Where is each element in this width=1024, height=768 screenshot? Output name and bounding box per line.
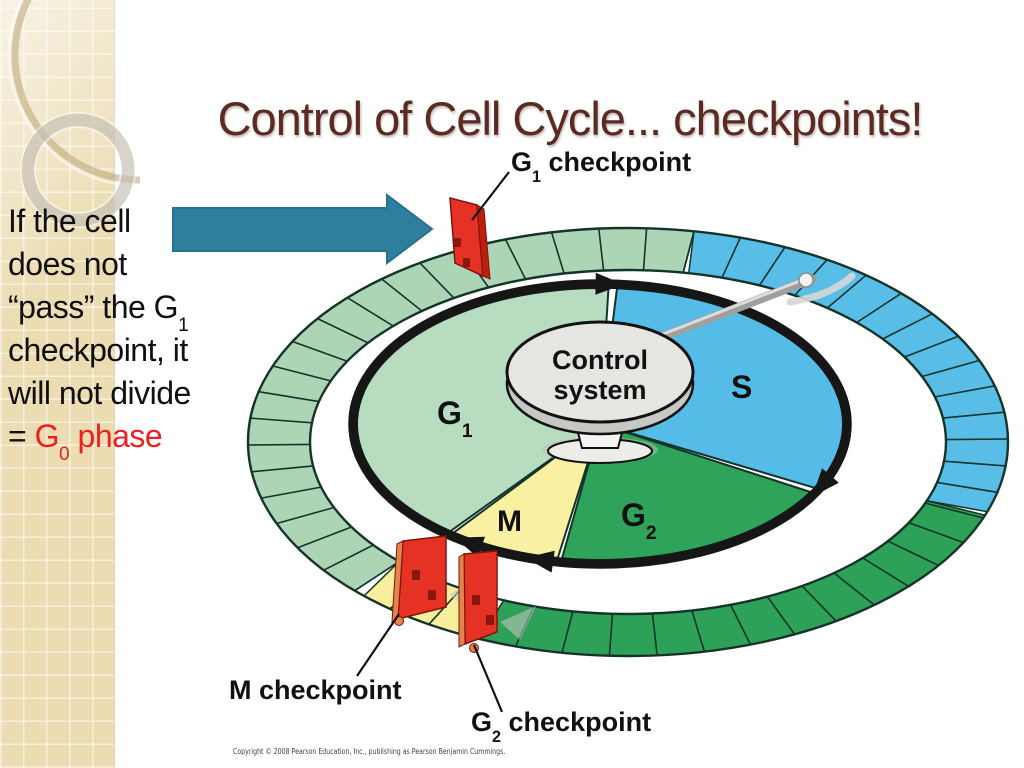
- ring-outer-edge: [246, 226, 1010, 658]
- ring-segment-tick: [801, 585, 837, 622]
- note-line-6: = G0 phase: [8, 418, 163, 466]
- control-system: [505, 272, 856, 464]
- ring-segment-tick: [297, 526, 352, 549]
- g2-flag-latch: [472, 595, 480, 605]
- ring-segment-tick: [942, 411, 1005, 419]
- ring-segment-tick: [945, 438, 1009, 441]
- phase-label-m: M: [497, 505, 522, 538]
- lever-motion-swoosh: [786, 272, 856, 306]
- note-line-1: If the cell: [8, 203, 131, 239]
- ring-decoration-small-inner: [34, 126, 122, 214]
- g2-leader-line: [472, 644, 504, 713]
- note-line-3: “pass” the G1: [8, 289, 189, 337]
- ring-segment-tick: [925, 502, 984, 519]
- ring-segment-tick: [729, 604, 752, 645]
- ring-segment-tick: [904, 335, 959, 358]
- g2-flag-shadow: [500, 606, 536, 640]
- g2-flag-latch: [486, 615, 494, 625]
- ring-segment-tick: [346, 297, 394, 327]
- ring-segment-tick: [598, 228, 605, 271]
- ring-segment-tick: [856, 292, 902, 324]
- phase-label-g1: G1: [437, 395, 473, 443]
- ring-inner-edge: [308, 268, 948, 616]
- g1-flag-latch: [454, 238, 461, 247]
- ring-segment-tick: [354, 560, 400, 592]
- ring-segment-tick: [251, 465, 314, 473]
- cycle-arrowhead: [525, 550, 555, 573]
- g2-flag-face: [463, 550, 498, 646]
- control-disc-top: [505, 320, 695, 424]
- ring-segment-tick: [833, 572, 875, 606]
- ring-segment-tick: [908, 521, 964, 544]
- m-flag-latch: [428, 590, 436, 600]
- ring-segment-tick: [826, 274, 867, 309]
- ring-segment-tick: [642, 228, 648, 271]
- g2-flag-edge: [458, 553, 466, 648]
- ring-segment-tick: [862, 557, 910, 587]
- m-flag-latch: [412, 570, 420, 580]
- cycle-arrowhead: [812, 468, 839, 497]
- m-checkpoint-label: M checkpoint: [229, 675, 402, 705]
- copyright-text: Copyright © 2008 Pearson Education, Inc.…: [233, 747, 506, 756]
- note-line-5: will not divide: [8, 375, 191, 411]
- cycle-arrowhead: [595, 272, 624, 295]
- ring-segment-tick: [936, 481, 998, 494]
- ring-segment-tick: [887, 540, 939, 567]
- lever-tip: [798, 272, 814, 288]
- ring-segment-tick: [882, 313, 933, 340]
- ring-segment-tick: [247, 443, 311, 446]
- phase-label-s: S: [731, 369, 753, 405]
- sidebar-rings-decoration: [7, 0, 140, 228]
- ring-segment-tick: [250, 417, 313, 424]
- ring-segment-tick: [258, 390, 320, 403]
- ring-segment-tick: [943, 460, 1006, 467]
- leader-lines: [356, 171, 510, 713]
- ring-decoration-small: [21, 113, 135, 227]
- ring-segment-tick: [691, 610, 706, 652]
- ring-segment-tick: [381, 278, 423, 312]
- ring-segment-tick: [504, 239, 527, 280]
- ring-segment-tick: [921, 359, 980, 378]
- ring-segment-tick: [292, 340, 348, 363]
- ring-segment-tick: [561, 611, 574, 653]
- ring-segment-tick: [766, 596, 796, 635]
- note-text: If the cell does not “pass” the G1 check…: [8, 200, 191, 466]
- ring-decoration-large: [11, 0, 140, 184]
- ring-segment-tick: [721, 237, 742, 279]
- g1-leader-line: [471, 171, 510, 221]
- pointer-arrow: [172, 192, 434, 266]
- ring-segment-tick: [323, 544, 374, 571]
- ring-segment-tick: [550, 232, 565, 274]
- slide-title: Control of Cell Cycle... checkpoints!: [217, 92, 924, 146]
- g1-checkpoint-label: G1 checkpoint: [511, 147, 692, 187]
- g2-checkpoint-flag: [458, 550, 536, 653]
- ring-segment-tick: [758, 246, 786, 286]
- ring-segment-tick: [608, 613, 614, 656]
- ring-segment-tick: [934, 385, 995, 398]
- ring-segment-tick: [419, 262, 455, 299]
- ring-segment-tick: [272, 365, 331, 382]
- ring-segment-tick: [317, 317, 369, 344]
- g1-flag-latch: [463, 258, 470, 267]
- m-leader-line: [356, 613, 400, 677]
- ring-segment-tick: [276, 506, 335, 525]
- ring-segment-tick: [651, 613, 658, 656]
- ring-decoration-small-outer: [20, 112, 136, 228]
- note-line-2: does not: [8, 246, 127, 282]
- ring-segment-tick: [682, 231, 695, 273]
- ring-segment-tick: [261, 486, 322, 499]
- m-flag-face: [397, 535, 447, 620]
- ring-decoration-highlight: [7, 0, 140, 188]
- note-line-4: checkpoint, it: [8, 332, 188, 368]
- phase-label-g2: G2: [621, 497, 657, 545]
- g2-checkpoint-label: G2 checkpoint: [471, 707, 652, 747]
